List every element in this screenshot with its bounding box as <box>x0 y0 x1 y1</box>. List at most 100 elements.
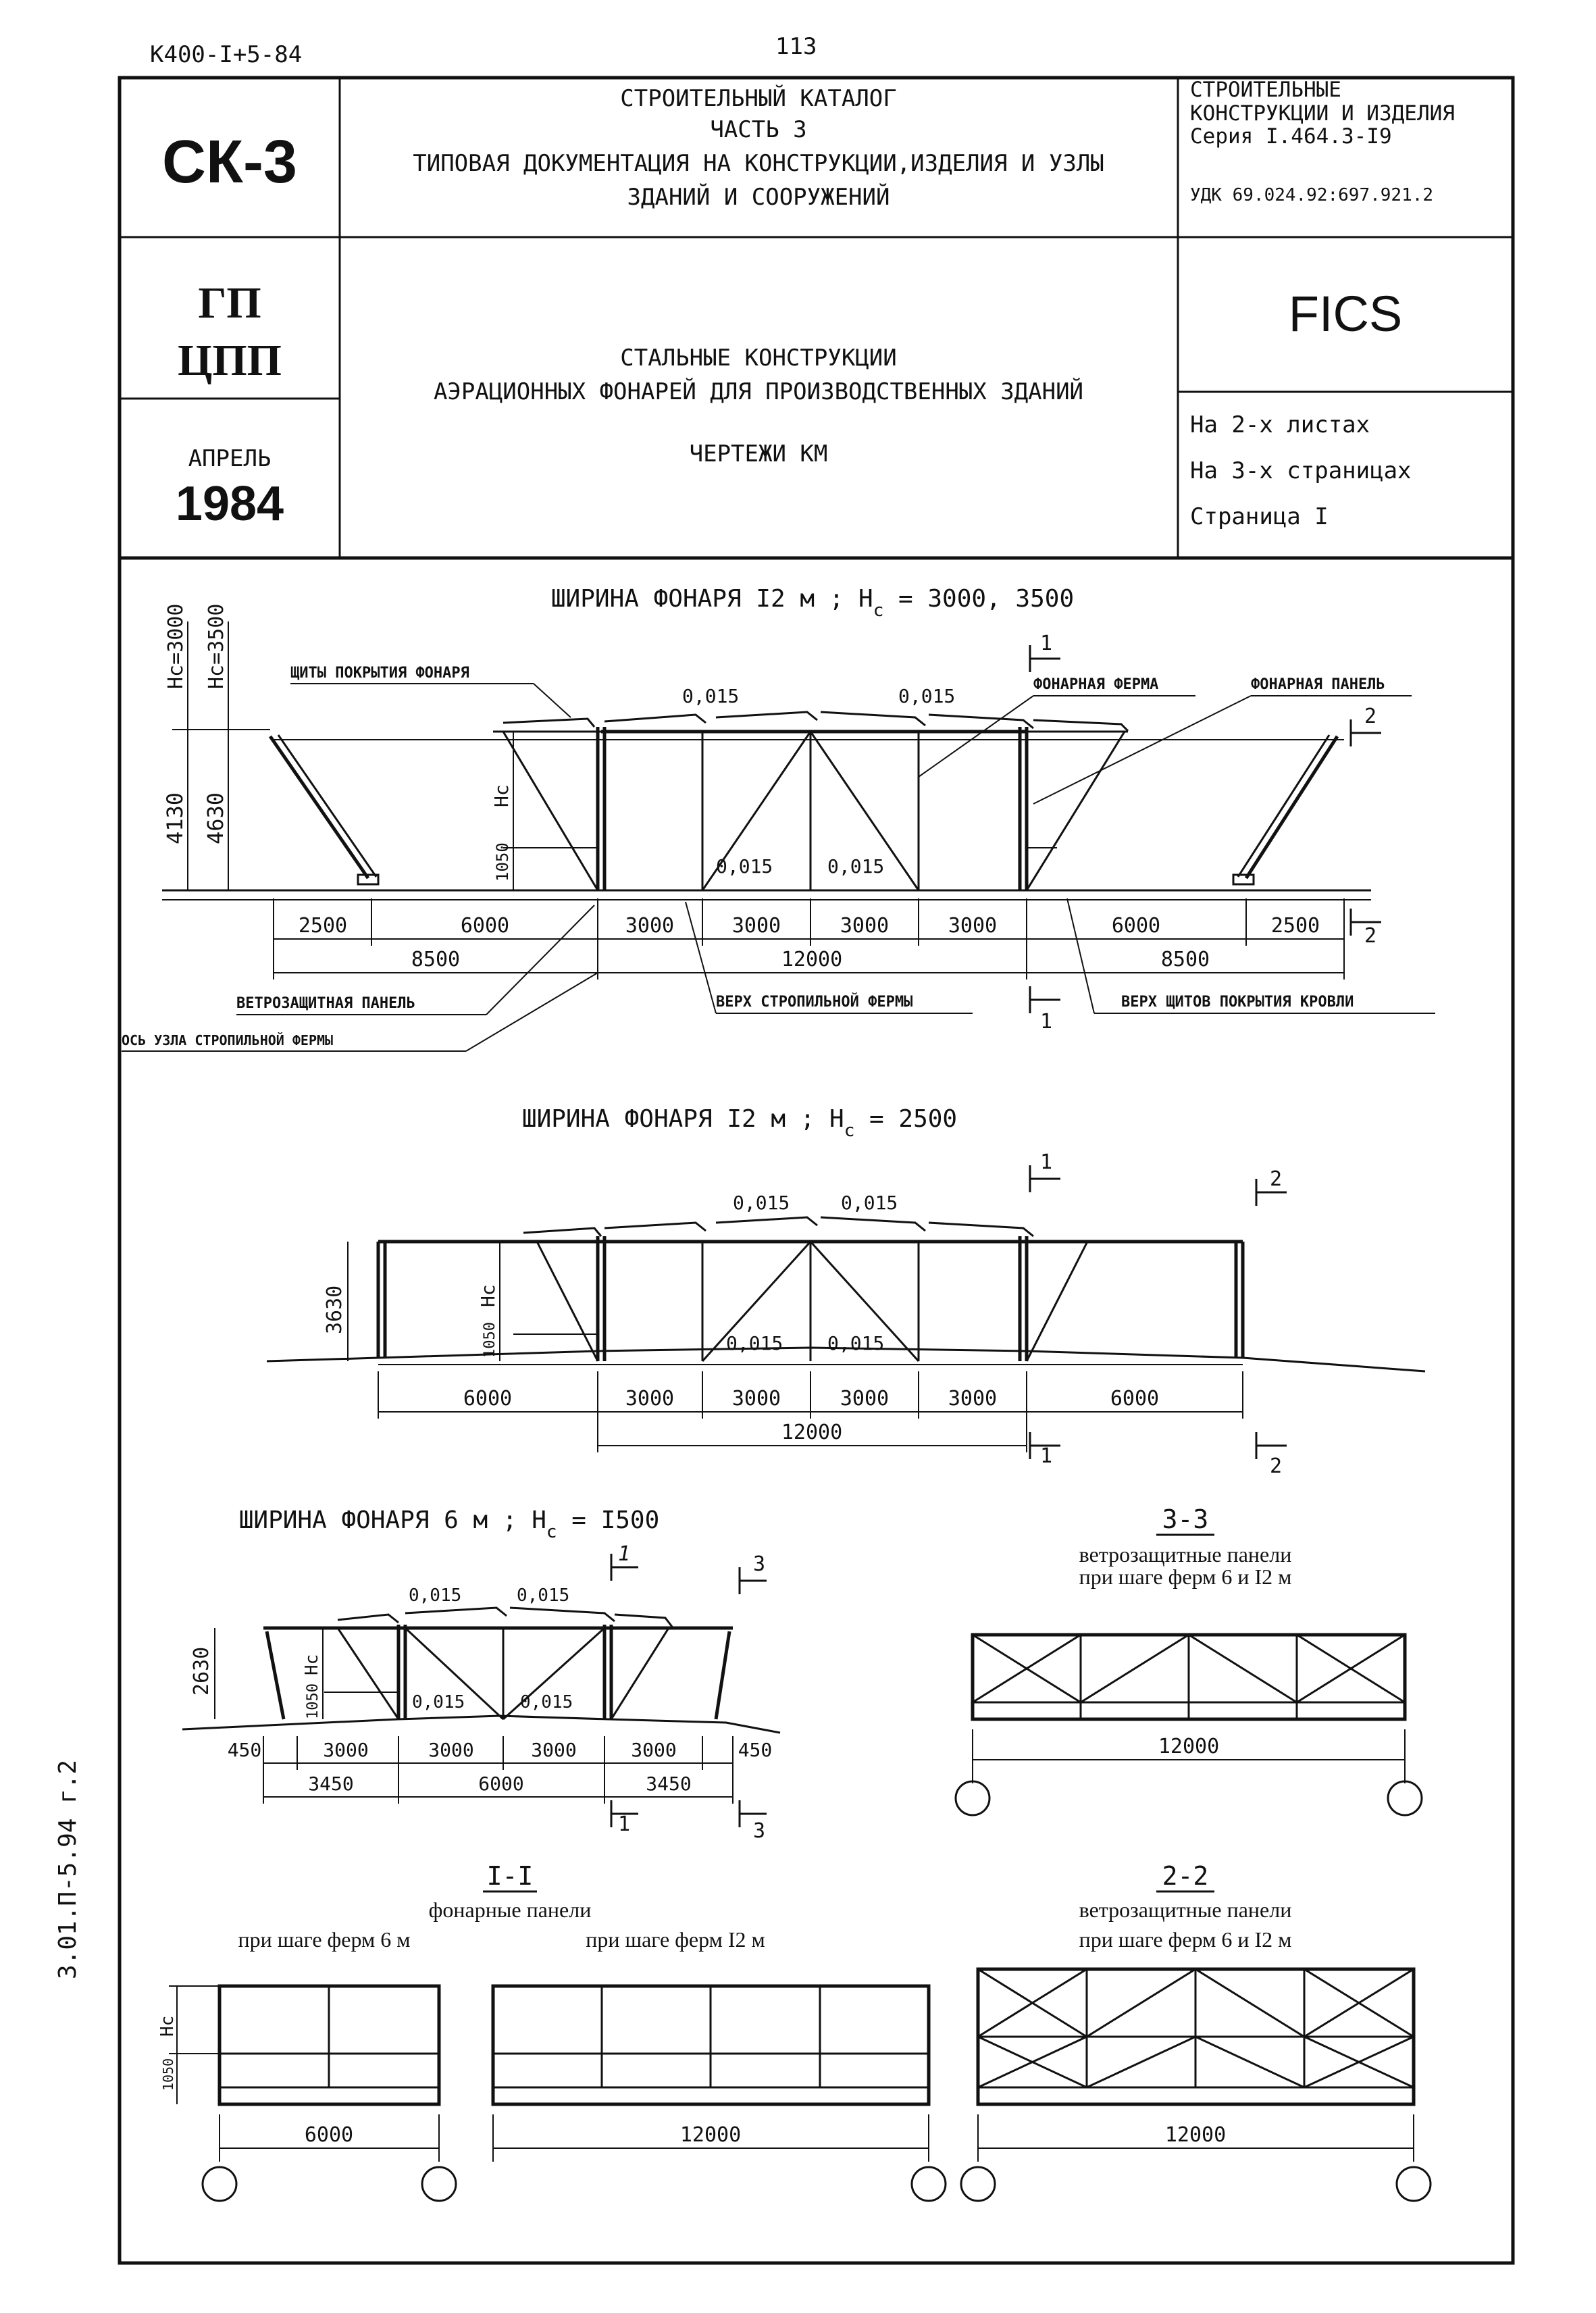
fig1-dim-6000-left: 6000 <box>461 914 509 938</box>
fig2-dim-6000-right: 6000 <box>1110 1387 1159 1410</box>
series-logo: СК-3 <box>162 128 297 196</box>
fig2-dim-12000: 12000 <box>781 1421 842 1444</box>
section-1-1-dim-12000: 12000 <box>680 2123 741 2147</box>
fig1-height-4130: 4130 <box>162 792 188 844</box>
fig2-slope-2: 0,015 <box>841 1192 898 1214</box>
fig2-dim-ticks <box>378 1371 1243 1452</box>
fig3-dim-450-left: 450 <box>228 1739 262 1761</box>
fig2-dim-3000-d: 3000 <box>948 1387 997 1410</box>
fig1-dim-12000: 12000 <box>781 948 842 971</box>
section-1-1-dim-6000: 6000 <box>305 2123 353 2147</box>
series-number: Серия I.464.3-I9 <box>1190 124 1392 149</box>
fig1-dim-8500-left: 8500 <box>411 948 460 971</box>
section-2-2-caption-2: при шаге ферм 6 и I2 м <box>1079 1927 1292 1952</box>
catalog-line-3: ТИПОВАЯ ДОКУМЕНТАЦИЯ НА КОНСТРУКЦИИ,ИЗДЕ… <box>413 150 1104 177</box>
header-grid <box>120 78 1513 560</box>
side-stamp: 3.01.П-5.94 г.2 <box>54 1760 82 1979</box>
section-1-1-1050: 1050 <box>160 2058 176 2091</box>
org-line-1: ГП <box>198 278 261 328</box>
fig1-slope-1: 0,015 <box>682 685 739 707</box>
fig1-height-1050: 1050 <box>493 842 512 882</box>
fig2-slope-1: 0,015 <box>733 1192 790 1214</box>
fig3-dim-6000: 6000 <box>478 1773 523 1795</box>
org-line-2: ЦПП <box>178 336 282 385</box>
fig1-section-1-bottom: 1 <box>1040 1010 1052 1034</box>
fig1-dim-2500-left: 2500 <box>299 914 347 938</box>
fig1-dim-3000-d: 3000 <box>948 914 997 938</box>
fig1-hc: Нс <box>490 784 513 807</box>
fig1-hc-label-b: Нс=3500 <box>205 604 228 689</box>
fig1-hc-label-a: Нс=3000 <box>164 604 188 689</box>
page-count: На 3-х страницах <box>1190 457 1412 484</box>
fig2-height-3630: 3630 <box>323 1286 346 1334</box>
right-line-2: КОНСТРУКЦИИ И ИЗДЕЛИЯ <box>1190 101 1455 126</box>
fig3-slope-2: 0,015 <box>517 1585 569 1606</box>
section-2-2-caption-1: ветрозащитные панели <box>1079 1898 1292 1922</box>
fig3-slope-3: 0,015 <box>412 1692 465 1712</box>
udk-code: УДК 69.024.92:697.921.2 <box>1190 185 1433 205</box>
fig2-section-1-top: 1 <box>1040 1150 1052 1174</box>
right-line-1: СТРОИТЕЛЬНЫЕ <box>1190 78 1341 102</box>
fig1-height-4630: 4630 <box>203 792 228 844</box>
fig1-label-panel: ФОНАРНАЯ ПАНЕЛЬ <box>1251 676 1385 693</box>
fig1-dim-6000-right: 6000 <box>1112 914 1160 938</box>
figure-3-lantern-6m-hc-1500: ШИРИНА ФОНАРЯ 6 м ; Нс = I500 2630 Нс 10… <box>182 1506 781 1843</box>
figure-1-title: ШИРИНА ФОНАРЯ I2 м ; Нс = 3000, 3500 <box>551 585 1074 621</box>
figure-1-lantern-12m-hc-3000: ШИРИНА ФОНАРЯ I2 м ; Нс = 3000, 3500 <box>122 585 1435 1052</box>
fig1-section-2-top: 2 <box>1364 705 1376 728</box>
section-2-2-wind-panels: 2-2 ветрозащитные панели при шаге ферм 6… <box>960 1861 1432 2202</box>
fig1-slope-2: 0,015 <box>898 685 955 707</box>
fig1-slope-4: 0,015 <box>827 855 884 878</box>
page-number: 113 <box>775 33 817 60</box>
sheet-frame <box>118 76 1515 2265</box>
fig1-label-axis: ОСЬ УЗЛА СТРОПИЛЬНОЙ ФЕРМЫ <box>122 1032 333 1048</box>
catalog-line-1: СТРОИТЕЛЬНЫЙ КАТАЛОГ <box>620 84 896 112</box>
fig1-dim-3000-b: 3000 <box>732 914 781 938</box>
catalog-line-4: ЗДАНИЙ И СООРУЖЕНИЙ <box>627 183 890 211</box>
fig2-dim-3000-a: 3000 <box>625 1387 674 1410</box>
fig2-hc: Нс <box>477 1284 499 1307</box>
fig3-section-1-bottom: 1 <box>618 1812 630 1836</box>
section-3-3-caption-2: при шаге ферм 6 и I2 м <box>1079 1565 1292 1589</box>
section-2-2-mark: 2-2 <box>1162 1861 1209 1891</box>
section-3-3-caption-1: ветрозащитные панели <box>1079 1542 1292 1567</box>
fig2-slope-4: 0,015 <box>827 1332 884 1354</box>
section-3-3-mark: 3-3 <box>1162 1504 1209 1534</box>
fig3-dim-3450-right: 3450 <box>646 1773 691 1795</box>
title-line-2: АЭРАЦИОННЫХ ФОНАРЕЙ ДЛЯ ПРОИЗВОДСТВЕННЫХ… <box>434 378 1083 405</box>
fig3-dim-450-right: 450 <box>738 1739 773 1761</box>
fig3-dim-3000-b: 3000 <box>428 1739 473 1761</box>
figure-2-lantern-12m-hc-2500: ШИРИНА ФОНАРЯ I2 м ; Нс = 2500 3630 Нс 1… <box>266 1105 1426 1478</box>
fig3-dim-3000-d: 3000 <box>631 1739 676 1761</box>
fig3-height-2630: 2630 <box>190 1647 213 1696</box>
fig1-dim-8500-right: 8500 <box>1161 948 1210 971</box>
fig1-dim-ticks <box>273 898 1345 980</box>
fig2-dim-3000-b: 3000 <box>732 1387 781 1410</box>
fig2-section-1-bottom: 1 <box>1040 1444 1052 1468</box>
fig3-slope-1: 0,015 <box>409 1585 461 1606</box>
sheet-count: На 2-х листах <box>1190 411 1370 438</box>
fig1-label-rafter-top: ВЕРХ СТРОПИЛЬНОЙ ФЕРМЫ <box>716 993 912 1011</box>
fig3-height-1050: 1050 <box>305 1683 321 1719</box>
fig1-dim-2500-right: 2500 <box>1271 914 1320 938</box>
fig3-dim-3000-a: 3000 <box>323 1739 368 1761</box>
fig1-label-wind: ВЕТРОЗАЩИТНАЯ ПАНЕЛЬ <box>236 995 415 1012</box>
fig1-slope-3: 0,015 <box>716 855 773 878</box>
fig3-section-3-top: 3 <box>753 1552 765 1576</box>
section-1-1-sub-6m: при шаге ферм 6 м <box>238 1927 411 1952</box>
section-1-1-sub-12m: при шаге ферм I2 м <box>586 1927 765 1952</box>
fig2-section-2-top: 2 <box>1270 1167 1282 1191</box>
fig1-label-roof-top: ВЕРХ ЩИТОВ ПОКРЫТИЯ КРОВЛИ <box>1121 994 1354 1011</box>
drawings-type: ЧЕРТЕЖИ КМ <box>690 440 828 467</box>
figure-3-title: ШИРИНА ФОНАРЯ 6 м ; Нс = I500 <box>239 1506 660 1542</box>
fig3-dim-3450-left: 3450 <box>308 1773 353 1795</box>
fig3-slope-4: 0,015 <box>520 1692 573 1712</box>
fig1-dim-3000-a: 3000 <box>625 914 674 938</box>
fig1-section-1-top: 1 <box>1040 632 1052 655</box>
fig1-label-truss: ФОНАРНАЯ ФЕРМА <box>1033 676 1158 693</box>
section-3-3-dim: 12000 <box>1158 1735 1219 1758</box>
fig3-hc: Нс <box>302 1654 322 1675</box>
document-code: К400-I+5-84 <box>150 41 302 68</box>
fig3-section-3-bottom: 3 <box>753 1819 765 1843</box>
